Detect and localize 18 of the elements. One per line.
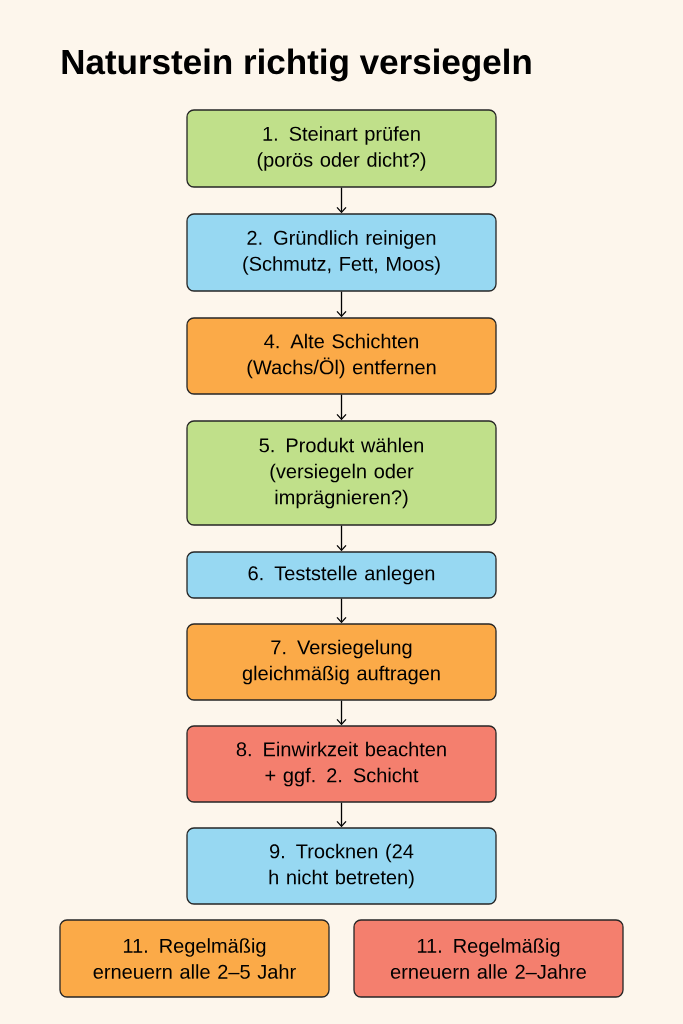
- process-box: 8. Einwirkzeit beachten + ggf. 2. Schicht: [186, 725, 497, 803]
- arrow: [336, 802, 347, 828]
- arrow: [336, 291, 347, 318]
- arrow: [336, 598, 347, 624]
- arrow: [336, 394, 347, 421]
- process-box: 11. Regelmäßig erneuern alle 2–Jahre: [353, 919, 624, 998]
- process-box: 7. Versiegelung gleichmäßig auftragen: [186, 623, 497, 701]
- process-box: 6. Teststelle anlegen: [186, 551, 497, 599]
- process-box: 1. Steinart prüfen (porös oder dicht?): [186, 109, 497, 188]
- process-box: 2. Gründlich reinigen (Schmutz, Fett, Moos): [186, 213, 497, 292]
- process-box: 5. Produkt wählen (versiegeln oder imprägnieren?): [186, 420, 497, 526]
- process-box: 11. Regelmäßig erneuern alle 2–5 Jahr: [59, 919, 330, 998]
- arrow: [336, 187, 347, 214]
- title: Naturstein richtig versiegeln: [62, 48, 531, 82]
- process-box: 9. Trocknen (24 h nicht betreten): [186, 827, 497, 905]
- arrow: [336, 525, 347, 552]
- process-box: 4. Alte Schichten (Wachs/Öl) entfernen: [186, 317, 497, 395]
- arrow: [336, 700, 347, 726]
